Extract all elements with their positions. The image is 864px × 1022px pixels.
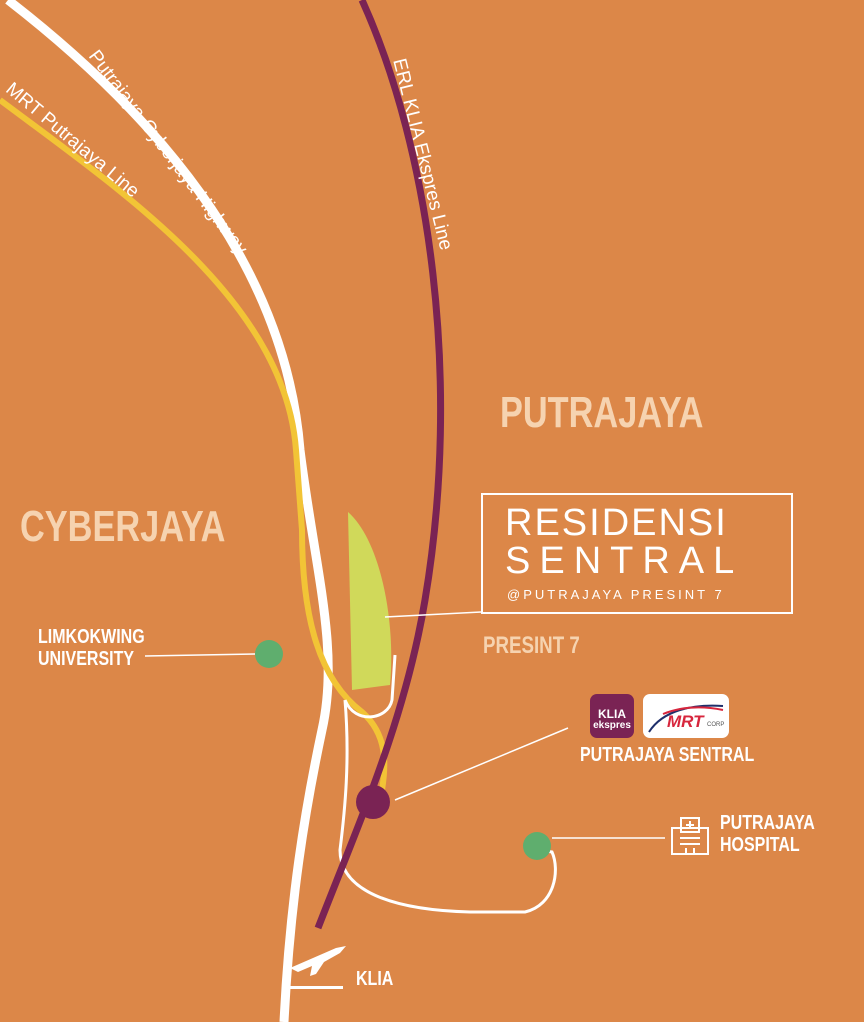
limkokwing-label: LIMKOKWING UNIVERSITY	[38, 626, 145, 670]
mrt-line	[0, 97, 388, 791]
project-name-line1: RESIDENSI	[505, 502, 728, 544]
limkokwing-line2: UNIVERSITY	[38, 648, 135, 670]
putrajaya-sentral-label: PUTRAJAYA SENTRAL	[580, 744, 755, 766]
airplane-icon	[285, 946, 346, 989]
limkokwing-leader-line	[144, 653, 256, 657]
hospital-icon	[671, 817, 709, 855]
sentral-leader-line	[394, 727, 569, 801]
hospital-marker	[523, 832, 551, 860]
klia-ekspres-logo: KLIA ekspres	[590, 694, 634, 738]
project-label-box[interactable]: RESIDENSI SENTRAL @PUTRAJAYA PRESINT 7	[481, 493, 793, 614]
limkokwing-line1: LIMKOKWING	[38, 626, 145, 648]
region-putrajaya: PUTRAJAYA	[500, 388, 704, 437]
project-location: @PUTRAJAYA PRESINT 7	[507, 587, 725, 602]
local-road	[338, 654, 557, 914]
limkokwing-marker	[255, 640, 283, 668]
putrajaya-sentral-station-marker	[356, 785, 390, 819]
project-name-line2: SENTRAL	[505, 540, 744, 582]
region-presint-7: PRESINT 7	[483, 632, 580, 659]
project-leader-line	[384, 611, 482, 618]
mrt-corp-text: CORP	[707, 722, 725, 728]
klia-label: KLIA	[356, 968, 394, 990]
hospital-line2: HOSPITAL	[720, 834, 800, 856]
mrt-logo-text: MRT	[667, 712, 704, 731]
mrt-corp-logo: MRT CORP	[643, 694, 729, 738]
hospital-label: PUTRAJAYA HOSPITAL	[720, 812, 815, 856]
site-parcel	[348, 512, 392, 690]
ekspres-logo-text: ekspres	[593, 720, 631, 731]
hospital-line1: PUTRAJAYA	[720, 812, 815, 834]
klia-logo-text: KLIA	[598, 707, 626, 721]
highway-road	[5, 0, 333, 1022]
region-cyberjaya: CYBERJAYA	[20, 502, 226, 551]
